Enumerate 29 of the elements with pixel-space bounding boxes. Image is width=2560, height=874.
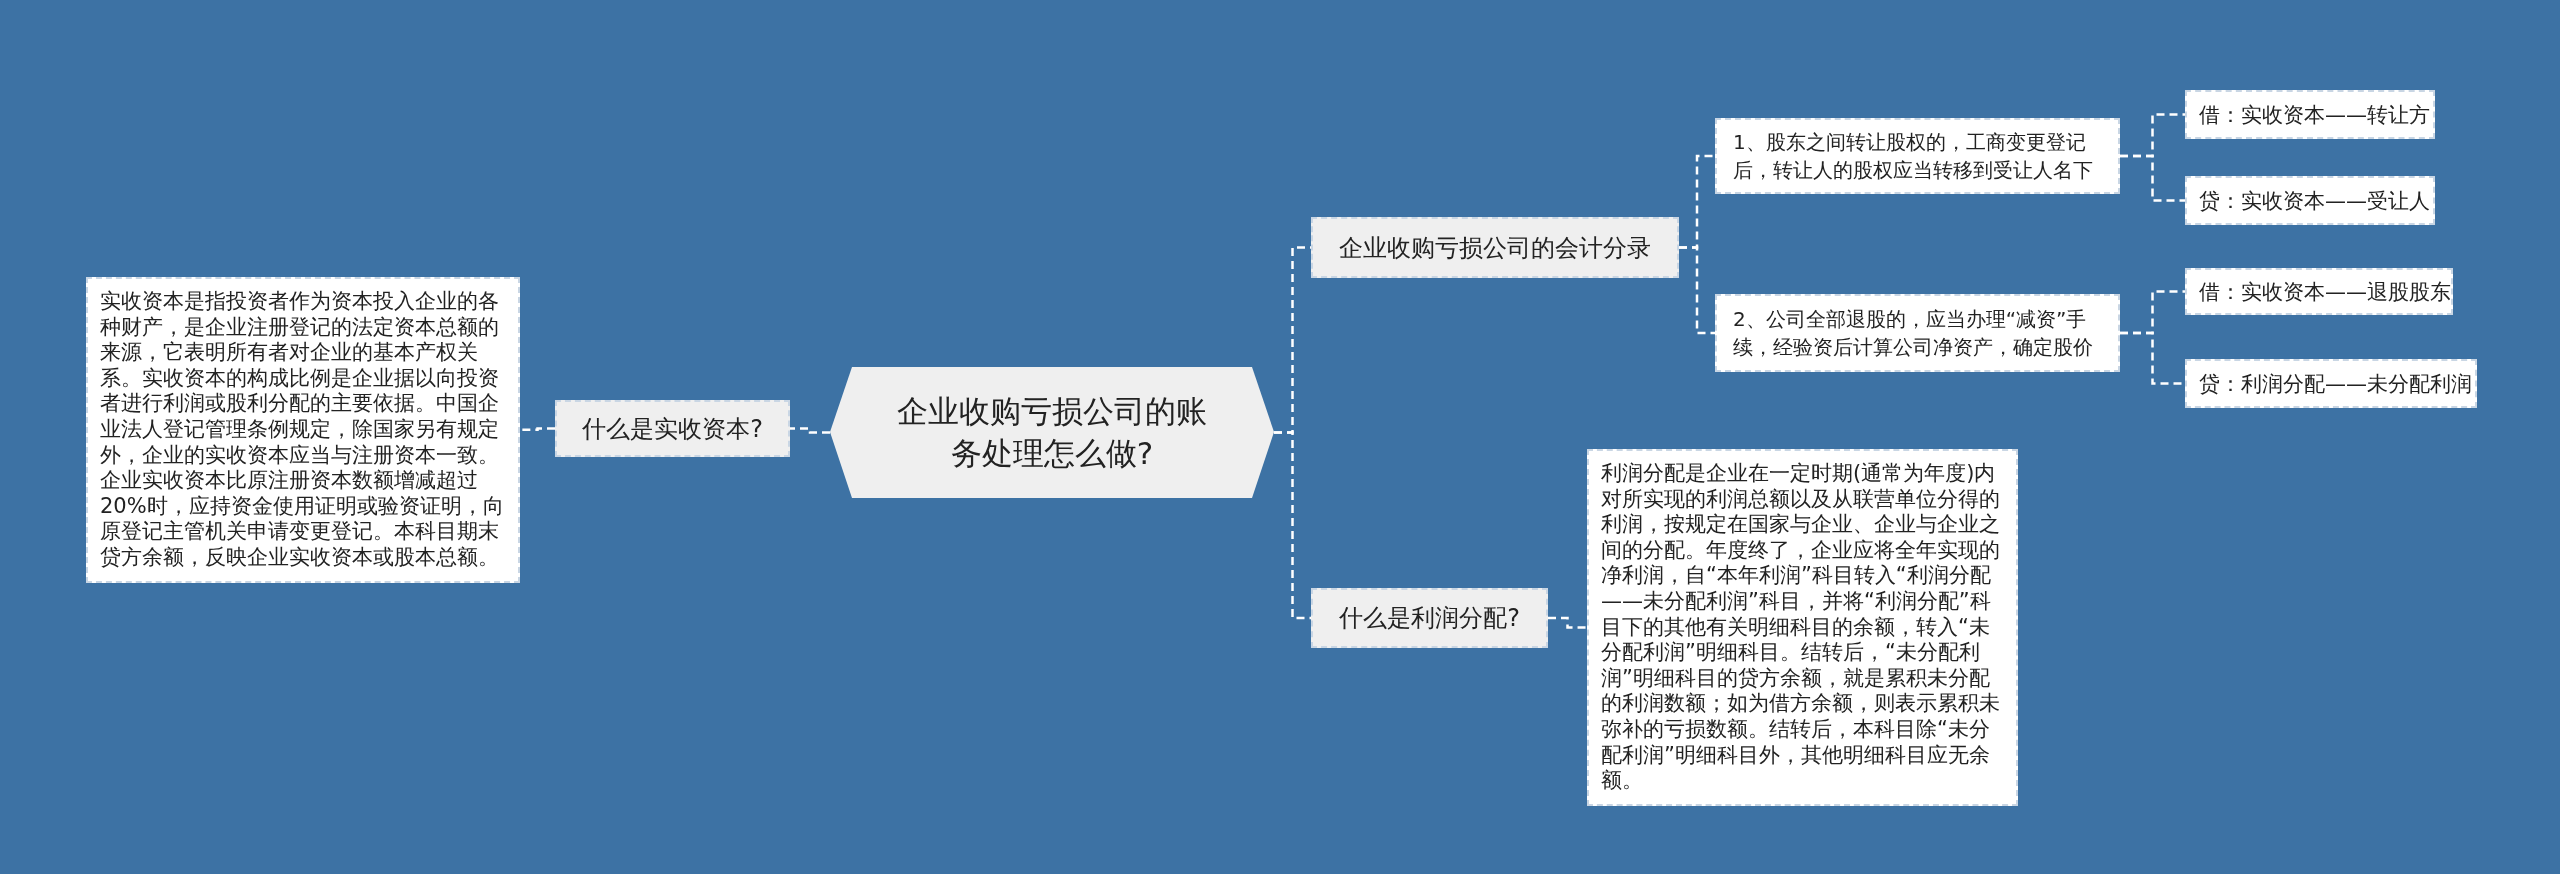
topic-text: 什么是实收资本? [582,413,763,445]
topic-text: 1、股东之间转让股权的，工商变更登记后，转让人的股权应当转移到受让人名下 [1733,129,2094,184]
paragraph: 实收资本是指投资者作为资本投入企业的各种财产，是企业注册登记的法定资本总额的来源，它表明所有者对企业的基本产权关系。实收资本的构成比例是企业据以向投资者进行利润或股利分配的主要依据。中国企业法人登记管理条例规定，除国家另有规定外，企业的实收资本应当与注册资本一致。企业实收资本比原注册资本数额增减超过20%时，应持资金使用证明或验资证明，向原登记主管机关申请变更登记。本科目期末贷方余额，反映企业实收资本或股本总额。 [100,289,504,570]
topic-box [555,400,790,457]
topic-text: 企业收购亏损公司的账务处理怎么做? [896,391,1208,473]
connector-line [1548,616,1587,629]
connector-line [1679,246,1715,335]
connector-line [2120,154,2185,202]
connector-line [2120,331,2185,385]
topic-text: 企业收购亏损公司的会计分录 [1339,232,1651,264]
topic-text: 贷：实收资本——受让人 [2199,187,2430,215]
topic-box [1311,217,1679,278]
topic-text: 借：实收资本——退股股东 [2199,278,2451,306]
central-topic [830,367,1274,498]
entry-box [2185,268,2453,315]
entry-box [2185,90,2435,139]
topic-text: 2、公司全部退股的，应当办理“减资”手续，经验资后计算公司净资产，确定股价 [1733,306,2094,361]
connector-line [520,427,555,432]
connector-line [790,427,830,434]
entry-box [2185,176,2435,225]
subtopic-box [1715,294,2120,372]
connector-line [1274,431,1311,620]
topic-text: 贷：利润分配——未分配利润 [2199,370,2472,398]
topic-text: 借：实收资本——转让方 [2199,101,2430,129]
topic-box [1311,588,1548,648]
paragraph: 利润分配是企业在一定时期(通常为年度)内对所实现的利润总额以及从联营单位分得的利润，按规定在国家与企业、企业与企业之间的分配。年度终了，企业应将全年实现的净利润，自“本年利润”科目转入“利润分配——未分配利润”科目，并将“利润分配”科目下的其他有关明细科目的余额，转入“未分配利润”明细科目。结转后，“未分配利润”明细科目的贷方余额，就是累积未分配的利润数额；如为借方余额，则表示累积未弥补的亏损数额。结转后，本科目除“未分配利润”明细科目外，其他明细科目应无余额。 [1601,461,2000,793]
subtopic-box [1715,118,2120,194]
entry-box [2185,359,2477,408]
topic-text: 什么是利润分配? [1339,603,1520,634]
